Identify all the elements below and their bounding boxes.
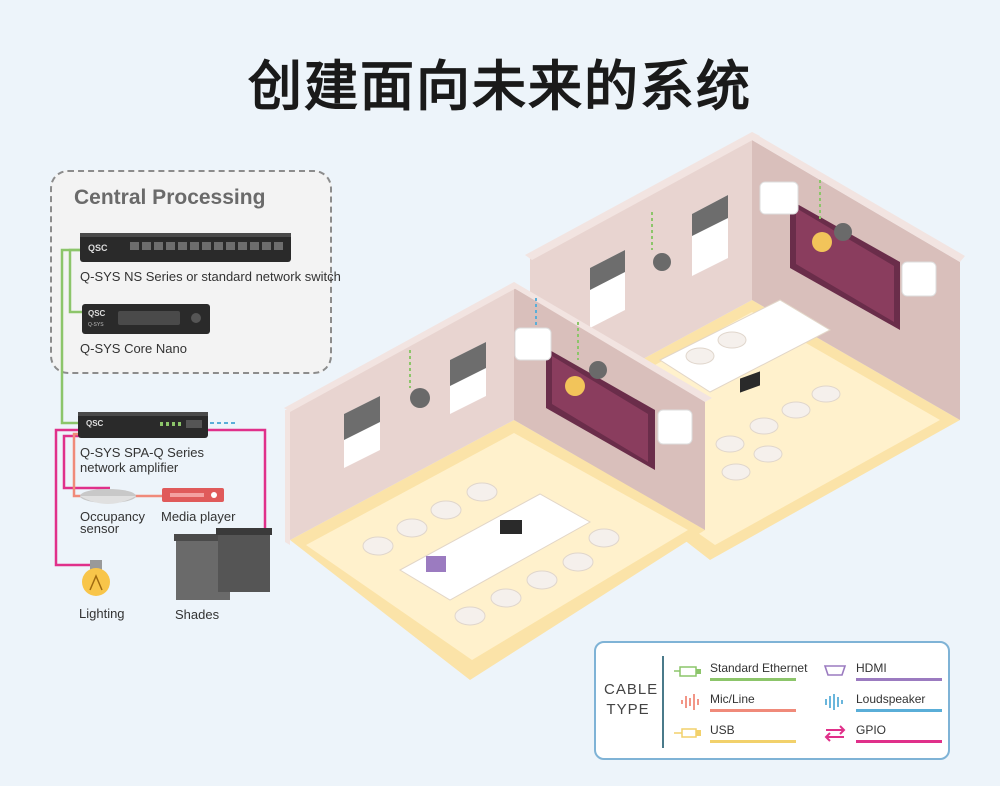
legend-label-usb: USB — [710, 723, 735, 737]
lighting-label: Lighting — [79, 606, 125, 621]
amplifier-label-line1: Q-SYS SPA-Q Series — [80, 445, 205, 460]
legend-line-loudspeaker — [856, 709, 942, 712]
central-processing-title: Central Processing — [74, 186, 266, 209]
mic-line-icon — [681, 694, 699, 710]
legend-label-ethernet: Standard Ethernet — [710, 661, 808, 675]
legend-title: CABLE TYPE — [604, 680, 659, 720]
occupancy-sensor — [80, 489, 136, 504]
core-sub: Q-SYS — [88, 322, 104, 328]
network-amplifier: QSC — [78, 412, 208, 438]
legend-line-hdmi — [856, 678, 942, 681]
gpio-icon — [824, 725, 846, 742]
amplifier-label-line2: network amplifier — [80, 460, 179, 475]
amplifier-brand: QSC — [86, 419, 104, 428]
occupancy-label-line1: Occupancy — [80, 509, 146, 524]
legend-label-mic-line: Mic/Line — [710, 692, 755, 706]
legend-divider — [662, 656, 664, 748]
core-nano: QSC Q-SYS — [82, 304, 210, 334]
shades — [174, 528, 272, 600]
switch-label: Q-SYS NS Series or standard network swit… — [80, 269, 341, 284]
ethernet-cables — [60, 248, 88, 425]
legend-line-usb — [710, 740, 796, 743]
legend-label-hdmi: HDMI — [856, 661, 887, 675]
occupancy-label-line2: sensor — [80, 521, 120, 536]
network-switch: QSC — [80, 233, 291, 262]
shades-label: Shades — [175, 607, 220, 622]
legend-title-line2: TYPE — [606, 701, 650, 718]
core-label: Q-SYS Core Nano — [80, 341, 187, 356]
legend-line-gpio — [856, 740, 942, 743]
legend-title-line1: CABLE — [604, 681, 659, 698]
legend-label-gpio: GPIO — [856, 723, 887, 737]
central-processing-box — [50, 170, 332, 374]
legend-line-mic-line — [710, 709, 796, 712]
core-brand: QSC — [88, 309, 106, 318]
legend-line-ethernet — [710, 678, 796, 681]
page-title: 创建面向未来的系统 — [248, 55, 752, 118]
loudspeaker-icon — [825, 694, 843, 710]
light-bulb — [82, 560, 110, 596]
legend-label-loudspeaker: Loudspeaker — [856, 692, 926, 706]
media-player-label: Media player — [161, 509, 236, 524]
ethernet-icon — [674, 666, 701, 677]
switch-brand: QSC — [88, 243, 108, 253]
hdmi-icon — [823, 665, 847, 676]
media-player — [162, 488, 224, 502]
usb-icon — [674, 728, 701, 738]
room-front — [284, 282, 712, 680]
